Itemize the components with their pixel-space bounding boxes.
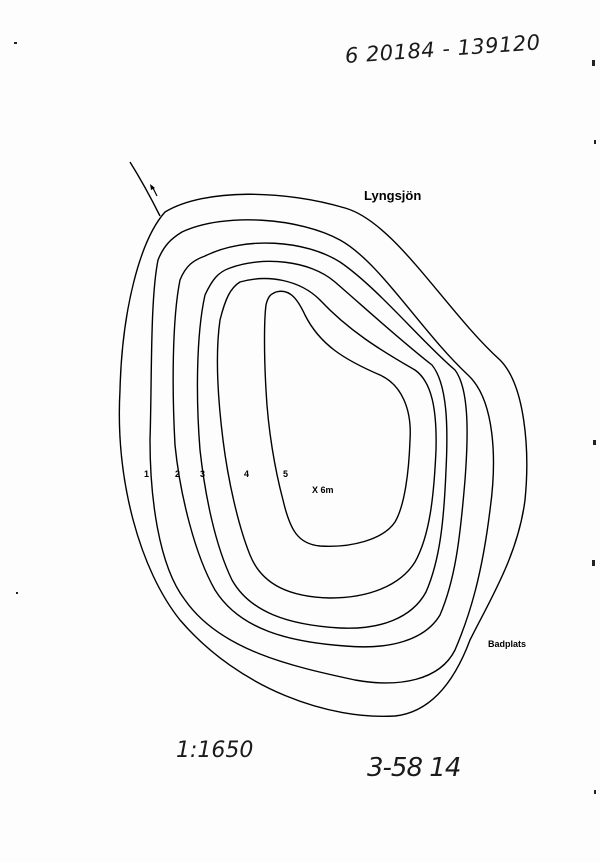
lake-name: Lyngsjön	[364, 188, 421, 203]
depth-contour-4	[216, 277, 437, 599]
shoreline-contour	[118, 193, 528, 718]
handwritten-sheet-number: 3-58 14	[367, 753, 461, 783]
handwritten-scale: 1:1650	[176, 738, 254, 763]
inflow-arrow-icon	[150, 184, 158, 197]
depth-label-5: 5	[283, 469, 288, 479]
inflow-stream	[129, 161, 161, 217]
depth-label-1: 1	[144, 469, 149, 479]
depth-label-2: 2	[175, 469, 180, 479]
depth-contour-2	[172, 242, 468, 648]
depth-contour-1	[149, 219, 495, 684]
depth-label-3: 3	[200, 469, 205, 479]
max-depth-marker: X 6m	[312, 485, 334, 495]
badplats-label: Badplats	[488, 639, 526, 649]
depth-label-4: 4	[244, 469, 249, 479]
depth-contour-5	[263, 290, 411, 547]
scan-specks	[14, 42, 596, 794]
depth-contour-3	[196, 260, 448, 629]
